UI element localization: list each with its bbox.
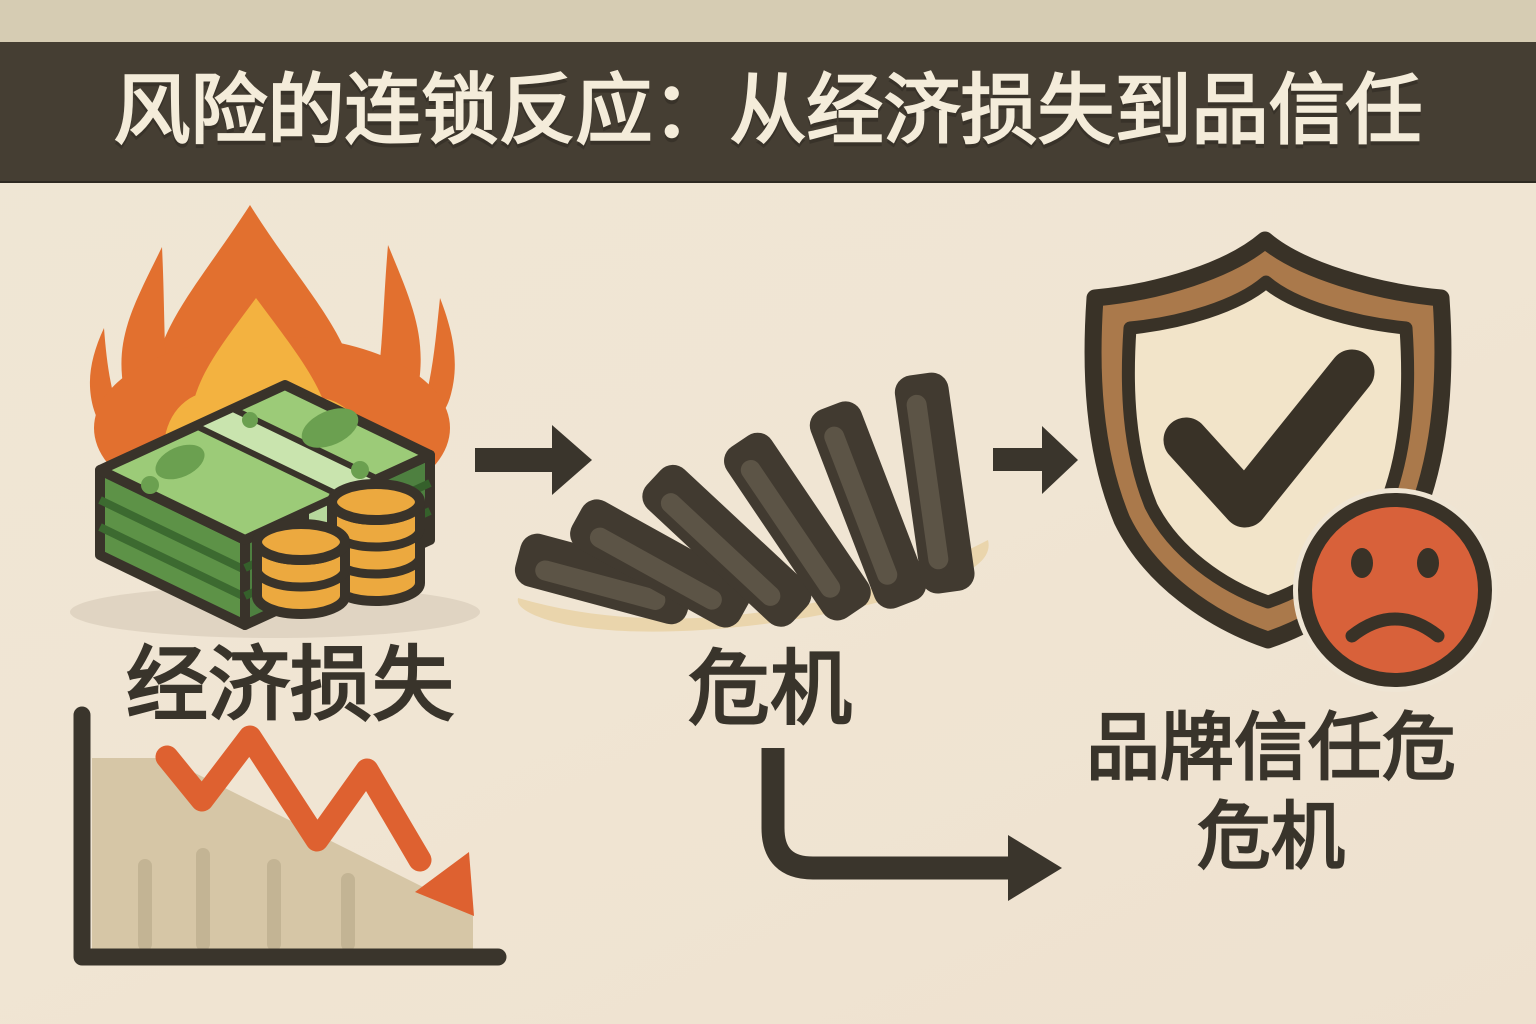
chart-downtrend-line xyxy=(155,725,432,872)
chart-area xyxy=(92,758,473,950)
chart-bars xyxy=(138,848,355,951)
step-label-brand-trust-crisis: 品牌信任危 危机 xyxy=(1031,704,1511,882)
declining-chart-icon xyxy=(73,706,507,966)
step-label-line1: 品牌信任危 xyxy=(1086,705,1456,791)
dominoes xyxy=(514,372,975,628)
checkmark-icon xyxy=(1163,349,1375,528)
elbow-arrow-icon xyxy=(761,748,1062,901)
right-arrow-icon xyxy=(993,426,1078,494)
coins-icon xyxy=(252,479,425,619)
step-label-crisis: 危机 xyxy=(687,642,852,737)
falling-dominoes-icon xyxy=(514,372,989,632)
shield-check-sad-face-icon xyxy=(1084,231,1497,692)
chart-arrowhead xyxy=(415,852,474,916)
step-label-economic-loss: 经济损失 xyxy=(125,638,454,733)
page-title: 风险的连锁反应：从经济损失到品信任 xyxy=(113,67,1423,156)
right-arrow-icon xyxy=(475,425,592,495)
burning-money-icon xyxy=(70,205,480,638)
title-banner: 风险的连锁反应：从经济损失到品信任 xyxy=(0,42,1536,183)
sad-face-icon xyxy=(1293,488,1497,692)
chart-axes xyxy=(73,706,507,966)
top-strip xyxy=(0,0,1536,42)
step-label-line2: 危机 xyxy=(1197,793,1345,880)
